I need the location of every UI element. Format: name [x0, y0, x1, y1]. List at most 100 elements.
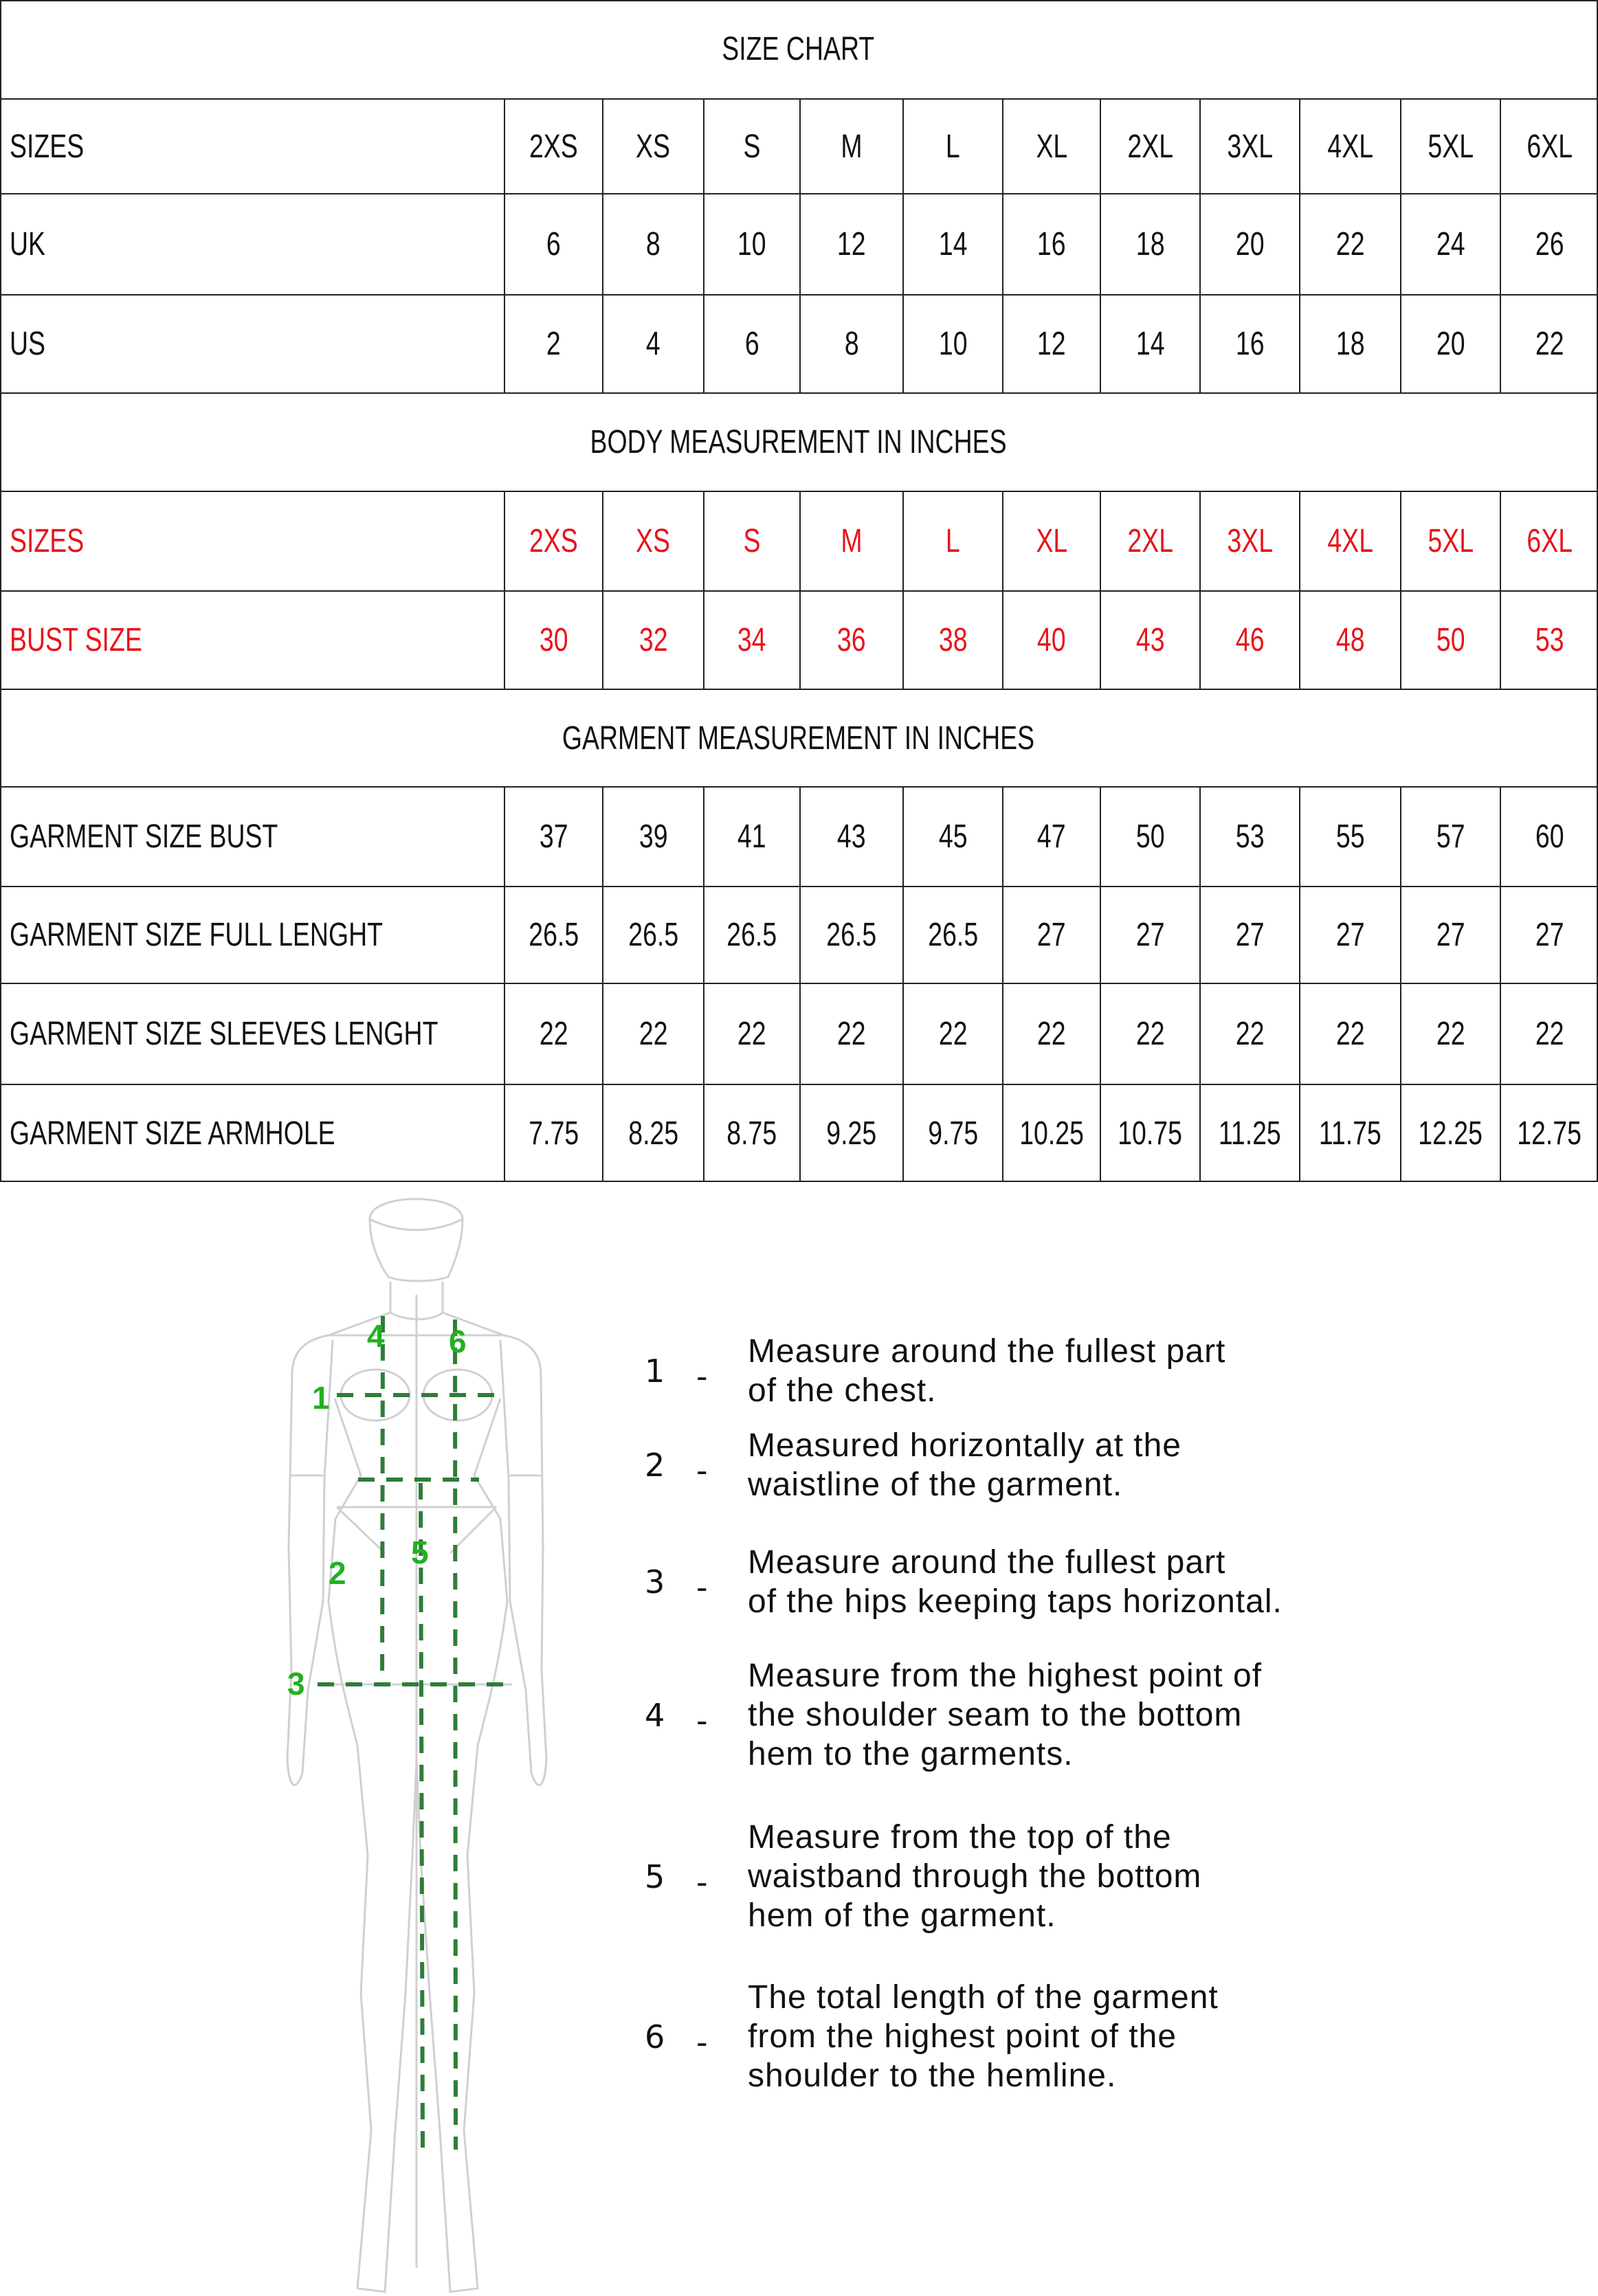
table-cell: 12.25 — [1400, 1085, 1500, 1182]
table-cell: 60 — [1500, 788, 1598, 886]
table-cell: 50 — [1400, 592, 1500, 689]
cell-value: 47 — [1037, 818, 1066, 855]
table-cell: 22 — [602, 984, 703, 1084]
cell-value: 40 — [1037, 622, 1066, 658]
cell-value: XL — [1036, 128, 1067, 165]
row-label: US — [0, 296, 504, 392]
body-outline — [286, 1198, 548, 2293]
cell-value: 22 — [737, 1016, 766, 1052]
instruction-text-line: Measured horizontally at the — [748, 1427, 1181, 1464]
table-cell: 22 — [1100, 984, 1199, 1084]
instruction-text-line: hem to the garments. — [748, 1736, 1074, 1772]
table-cell: 57 — [1400, 788, 1500, 886]
cell-value: 36 — [837, 622, 866, 658]
cell-value: 2 — [546, 326, 561, 362]
row-label-text: US — [10, 326, 46, 362]
section-title-text: SIZE CHART — [722, 31, 875, 67]
table-cell: L — [902, 492, 1002, 590]
row-label: GARMENT SIZE BUST — [0, 788, 504, 886]
row-label: BUST SIZE — [0, 592, 504, 689]
table-cell: S — [703, 100, 799, 193]
cell-value: 46 — [1235, 622, 1265, 658]
cell-value: 26.5 — [529, 917, 579, 953]
cell-value: 27 — [1535, 917, 1564, 953]
cell-value: 22 — [1535, 326, 1564, 362]
cell-value: XS — [636, 128, 671, 165]
table-cell: 14 — [902, 194, 1002, 294]
table-cell: XS — [602, 492, 703, 590]
garment-measurement-title: GARMENT MEASUREMENT IN INCHES — [0, 689, 1597, 786]
table-cell: 34 — [703, 592, 799, 689]
table-cell: 26.5 — [504, 887, 602, 983]
table-cell: XL — [1002, 100, 1100, 193]
table-cell: 46 — [1199, 592, 1299, 689]
cell-value: 10.25 — [1019, 1115, 1084, 1152]
instruction-dash: - — [696, 1358, 708, 1395]
table-cell: 5XL — [1400, 100, 1500, 193]
cell-value: 8 — [844, 326, 859, 362]
table-cell: 22 — [504, 984, 602, 1084]
table-cell: 27 — [1400, 887, 1500, 983]
section-title: GARMENT MEASUREMENT IN INCHES — [0, 690, 1597, 786]
table-cell: 9.25 — [799, 1085, 902, 1182]
row-label: UK — [0, 194, 504, 294]
table-cell: 4XL — [1299, 492, 1400, 590]
cell-value: 2XS — [529, 523, 578, 559]
cell-value: 22 — [1235, 1016, 1265, 1052]
table-cell: 40 — [1002, 592, 1100, 689]
cell-value: 3XL — [1227, 128, 1273, 165]
instruction-text-line: Measure around the fullest part — [748, 1544, 1226, 1581]
instruction-text-line: waistline of the garment. — [748, 1467, 1123, 1503]
cell-value: 30 — [539, 622, 568, 658]
table-cell: 26.5 — [703, 887, 799, 983]
cell-value: 26.5 — [628, 917, 678, 953]
table-cell: 8.25 — [602, 1085, 703, 1182]
cell-value: 34 — [737, 622, 766, 658]
table-cell: 9.75 — [902, 1085, 1002, 1182]
cell-value: XL — [1036, 523, 1067, 559]
cell-value: S — [743, 128, 761, 165]
table-cell: 27 — [1100, 887, 1199, 983]
cell-value: 55 — [1335, 818, 1365, 855]
instruction-text-line: Measure around the fullest part — [748, 1333, 1226, 1370]
cell-value: 16 — [1037, 226, 1066, 263]
table-cell: 22 — [1199, 984, 1299, 1084]
cell-value: 60 — [1535, 818, 1564, 855]
cell-value: 27 — [1037, 917, 1066, 953]
cell-value: 2XS — [529, 128, 578, 165]
cell-value: 22 — [539, 1016, 568, 1052]
table-cell: 18 — [1299, 296, 1400, 392]
cell-value: 22 — [938, 1016, 968, 1052]
instruction-text-line: of the chest. — [748, 1372, 937, 1409]
table-cell: 5XL — [1400, 492, 1500, 590]
row-label: SIZES — [0, 492, 504, 590]
cell-value: 12.75 — [1517, 1115, 1582, 1152]
cell-value: 41 — [737, 818, 766, 855]
cell-value: 26.5 — [726, 917, 777, 953]
full-length-line — [453, 1319, 458, 2150]
table-cell: 47 — [1002, 788, 1100, 886]
measurement-lines — [318, 1315, 514, 2150]
table-cell: 8 — [799, 296, 902, 392]
table-cell: 26.5 — [602, 887, 703, 983]
table-cell: 27 — [1002, 887, 1100, 983]
figure-label-3: 3 — [287, 1666, 305, 1702]
cell-value: 20 — [1436, 326, 1465, 362]
table-cell: 22 — [1400, 984, 1500, 1084]
row-label-text: GARMENT SIZE FULL LENGHT — [10, 917, 383, 953]
cell-value: 27 — [1235, 917, 1265, 953]
cell-value: L — [946, 523, 960, 559]
table-cell: 3XL — [1199, 492, 1299, 590]
table-cell: 8 — [602, 194, 703, 294]
table-cell: 22 — [703, 984, 799, 1084]
instruction-number: 5 — [645, 1858, 665, 1895]
instruction-dash: - — [696, 1569, 708, 1606]
table-cell: 4 — [602, 296, 703, 392]
table-cell: 27 — [1199, 887, 1299, 983]
cell-value: 22 — [1436, 1016, 1465, 1052]
cell-value: 43 — [837, 818, 866, 855]
table-cell: 10.25 — [1002, 1085, 1100, 1182]
